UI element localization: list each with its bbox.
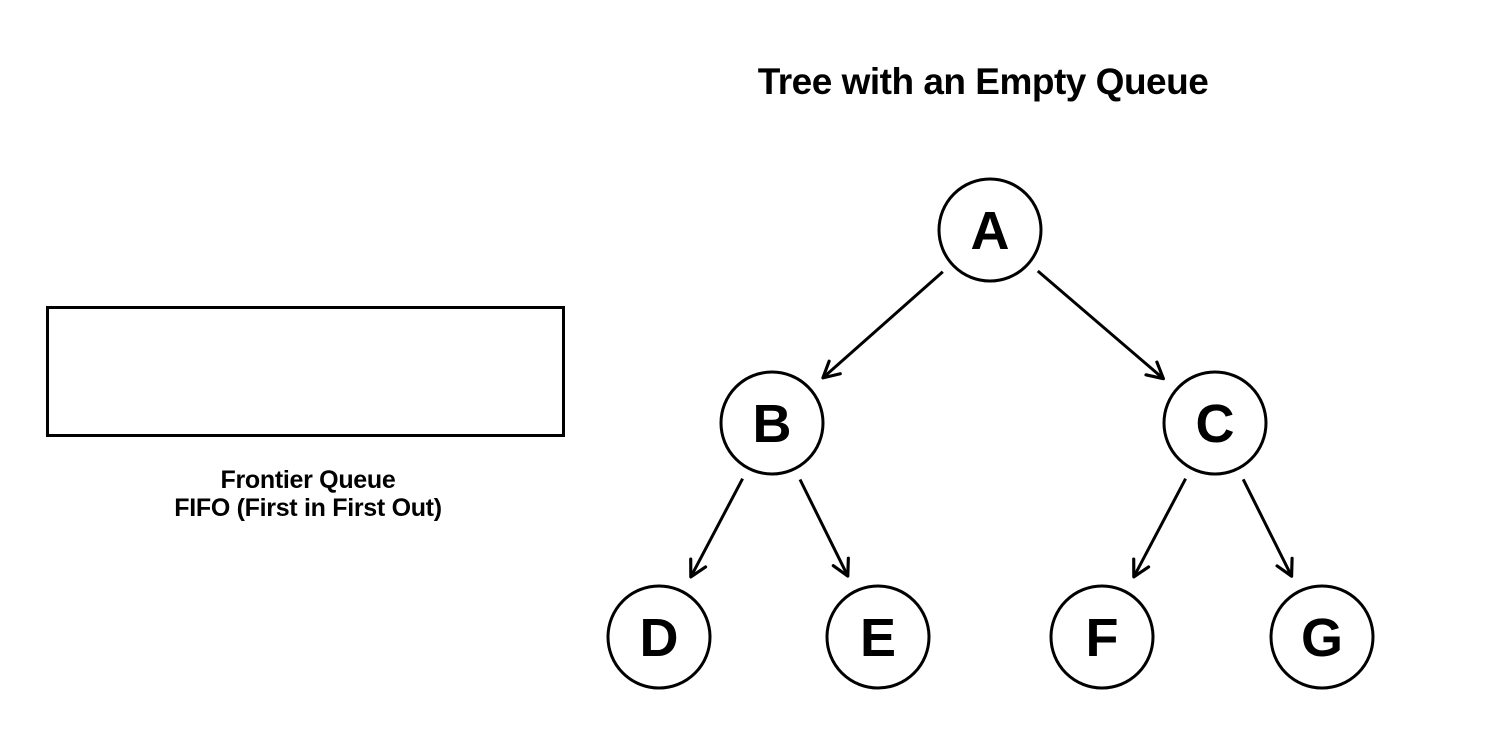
frontier-queue-box [46,306,565,437]
tree-node-circle-A [937,177,1043,283]
tree-node-label-E: E [860,608,896,668]
tree-node-label-G: G [1301,608,1343,668]
queue-name-label: Frontier Queue [220,466,396,494]
diagram-title: Tree with an Empty Queue [757,61,1209,102]
tree-node-label-D: D [640,608,679,668]
tree-node-circle-F [1049,584,1155,690]
tree-node-circle-C [1162,370,1268,476]
tree-node-label-F: F [1086,608,1119,668]
tree-edge-A-C [1036,269,1165,381]
frontier-queue-label: Frontier Queue FIFO (First in First Out) [174,466,442,522]
tree-node-B: B [719,370,825,476]
tree-edge-B-D [689,478,744,579]
tree-node-E: E [825,584,931,690]
tree-node-D: D [606,584,712,690]
queue-policy-label: FIFO (First in First Out) [174,494,442,522]
tree-edge-A-B [821,270,944,380]
tree-node-circle-G [1269,584,1375,690]
tree-node-label-C: C [1196,394,1235,454]
tree-node-label-A: A [971,201,1010,261]
tree-node-circle-E [825,584,931,690]
tree-node-circle-B [719,370,825,476]
tree-edge-C-G [1241,478,1294,578]
tree-node-circle-D [606,584,712,690]
tree-edge-B-E [798,478,850,578]
tree-node-G: G [1269,584,1375,690]
tree-node-F: F [1049,584,1155,690]
tree-node-C: C [1162,370,1268,476]
tree-edge-C-F [1132,478,1187,579]
tree-node-label-B: B [753,394,792,454]
tree-node-A: A [937,177,1043,283]
